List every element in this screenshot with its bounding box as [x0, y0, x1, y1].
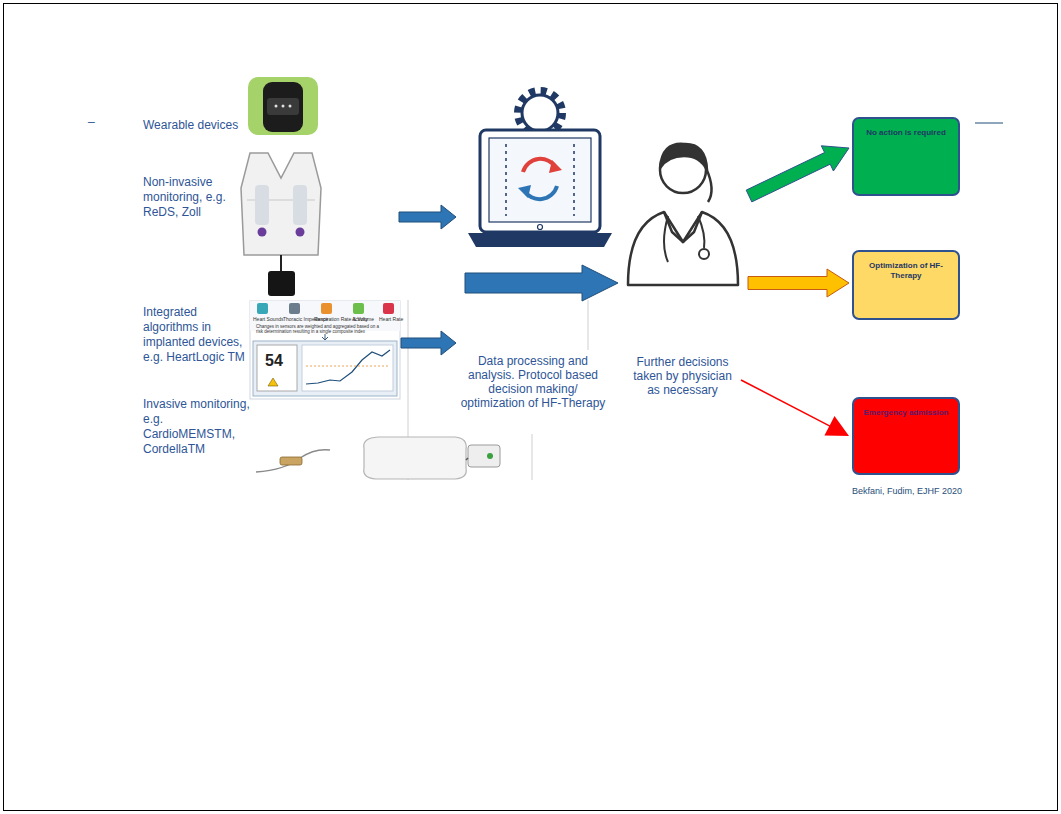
physician-figure-part: [664, 212, 702, 242]
laptop-icon-part: [489, 138, 591, 222]
node-text: Integrated algorithms in implanted devic…: [143, 305, 247, 365]
heartlogic-panel-part: [322, 334, 328, 340]
monitoring-vest-part: [280, 255, 282, 272]
heartlogic-panel: [250, 301, 400, 399]
wearable-watch-part: [282, 105, 285, 108]
flow-arrow: [465, 265, 618, 301]
laptop-icon-part: [522, 95, 558, 131]
wearable-watch-part: [275, 105, 278, 108]
heartlogic-panel-part: [353, 303, 364, 314]
wearable-watch-part: [267, 98, 299, 115]
heartlogic-panel-part: [383, 303, 394, 314]
monitoring-vest-part: [293, 185, 307, 225]
laptop-icon-part: [468, 233, 612, 247]
physician-figure-part: [664, 216, 668, 262]
node-text: Invasive monitoring, e.g. CardioMEMSTM, …: [143, 397, 255, 457]
laptop-icon-part: [573, 144, 575, 216]
node-text: Non-invasive monitoring, e.g. ReDS, Zoll: [143, 175, 247, 220]
monitoring-vest-part: [296, 228, 305, 237]
laptop-icon-part: [505, 144, 507, 216]
wearable-watch: [248, 77, 318, 135]
index-value: 54: [265, 352, 283, 370]
node-text: Further decisions taken by physician as …: [627, 355, 738, 397]
heartlogic-panel-part: [321, 303, 332, 314]
heartlogic-panel-part: [302, 345, 393, 391]
device-category: Wearable devices: [140, 118, 250, 140]
laptop-icon-part: [480, 130, 600, 232]
node-text: Emergency admission: [862, 408, 950, 418]
separator-line-part: [588, 300, 589, 350]
outcome-box: No action is required: [852, 117, 960, 196]
monitoring-vest-part: [241, 153, 321, 255]
processing-step: Data processing and analysis. Protocol b…: [458, 90, 608, 435]
rule-line: [975, 123, 1003, 124]
flow-arrow: [399, 205, 456, 229]
reader-pillow: [364, 437, 500, 479]
heartlogic-panel-part: [250, 301, 400, 399]
node-text: Data processing and analysis. Protocol b…: [459, 354, 607, 410]
device-category: Integrated algorithms in implanted devic…: [140, 300, 400, 398]
monitoring-vest-part: [258, 228, 267, 237]
separator-line-part: [532, 434, 533, 480]
device-category: Invasive monitoring, e.g. CardioMEMSTM, …: [140, 396, 505, 482]
monitoring-vest-part: [255, 185, 269, 225]
laptop-icon-part: [538, 225, 543, 230]
outcome-box: Emergency admission: [852, 397, 960, 475]
wearable-watch-part: [248, 77, 318, 135]
node-text: No action is required: [862, 128, 950, 138]
mark-text: _: [88, 110, 95, 124]
physician-figure-part: [698, 216, 704, 248]
outcome-arrow: [748, 269, 849, 297]
node-text: Wearable devices: [143, 118, 247, 133]
wearable-watch-part: [289, 105, 292, 108]
physician-figure-part: [660, 144, 707, 170]
reader-pillow-part: [487, 453, 493, 459]
reader-pillow-part: [468, 445, 500, 467]
physician-figure: [628, 144, 738, 285]
heartlogic-panel-part: [257, 345, 297, 391]
sensor-label: Heart Rate: [379, 317, 403, 323]
physician-figure-part: [699, 249, 709, 259]
reader-pillow-part: [466, 458, 468, 460]
heartlogic-panel-part: [268, 378, 278, 386]
laptop-icon-part: [549, 160, 562, 173]
sensor-label: Activity: [352, 317, 368, 323]
heartlogic-panel-part: [253, 341, 397, 396]
heartlogic-panel-part: [289, 303, 300, 314]
laptop-icon: [468, 91, 612, 247]
outcome-arrow: [741, 379, 849, 436]
physician-figure-part: [706, 168, 712, 202]
citation: Bekfani, Fudim, EJHF 2020: [852, 486, 962, 496]
implant-sensor: [256, 450, 330, 472]
outcome-arrow: [746, 146, 849, 202]
monitoring-vest-part: [268, 271, 295, 296]
wearable-watch-part: [263, 82, 303, 132]
sensor-label: Heart Sounds: [253, 317, 284, 323]
laptop-icon-part: [518, 185, 531, 198]
outcome-box: Optimization of HF-Therapy: [852, 250, 960, 320]
device-category: Non-invasive monitoring, e.g. ReDS, Zoll: [140, 150, 398, 298]
reader-pillow-part: [364, 437, 467, 479]
physician-figure-part: [628, 212, 738, 285]
node-text: Optimization of HF-Therapy: [862, 261, 950, 281]
implant-sensor-part: [256, 450, 330, 472]
flow-arrow: [401, 331, 456, 355]
heartlogic-panel-part: [306, 366, 390, 367]
laptop-icon-part: [518, 91, 562, 135]
implant-sensor-part: [280, 457, 302, 465]
heartlogic-panel-part: [306, 350, 390, 384]
heartlogic-panel-part: [257, 303, 268, 314]
sensor-note: Changes in sensors are weighted and aggr…: [256, 324, 384, 334]
physician-step: Further decisions taken by physician as …: [620, 130, 745, 405]
monitoring-vest: [241, 153, 321, 296]
